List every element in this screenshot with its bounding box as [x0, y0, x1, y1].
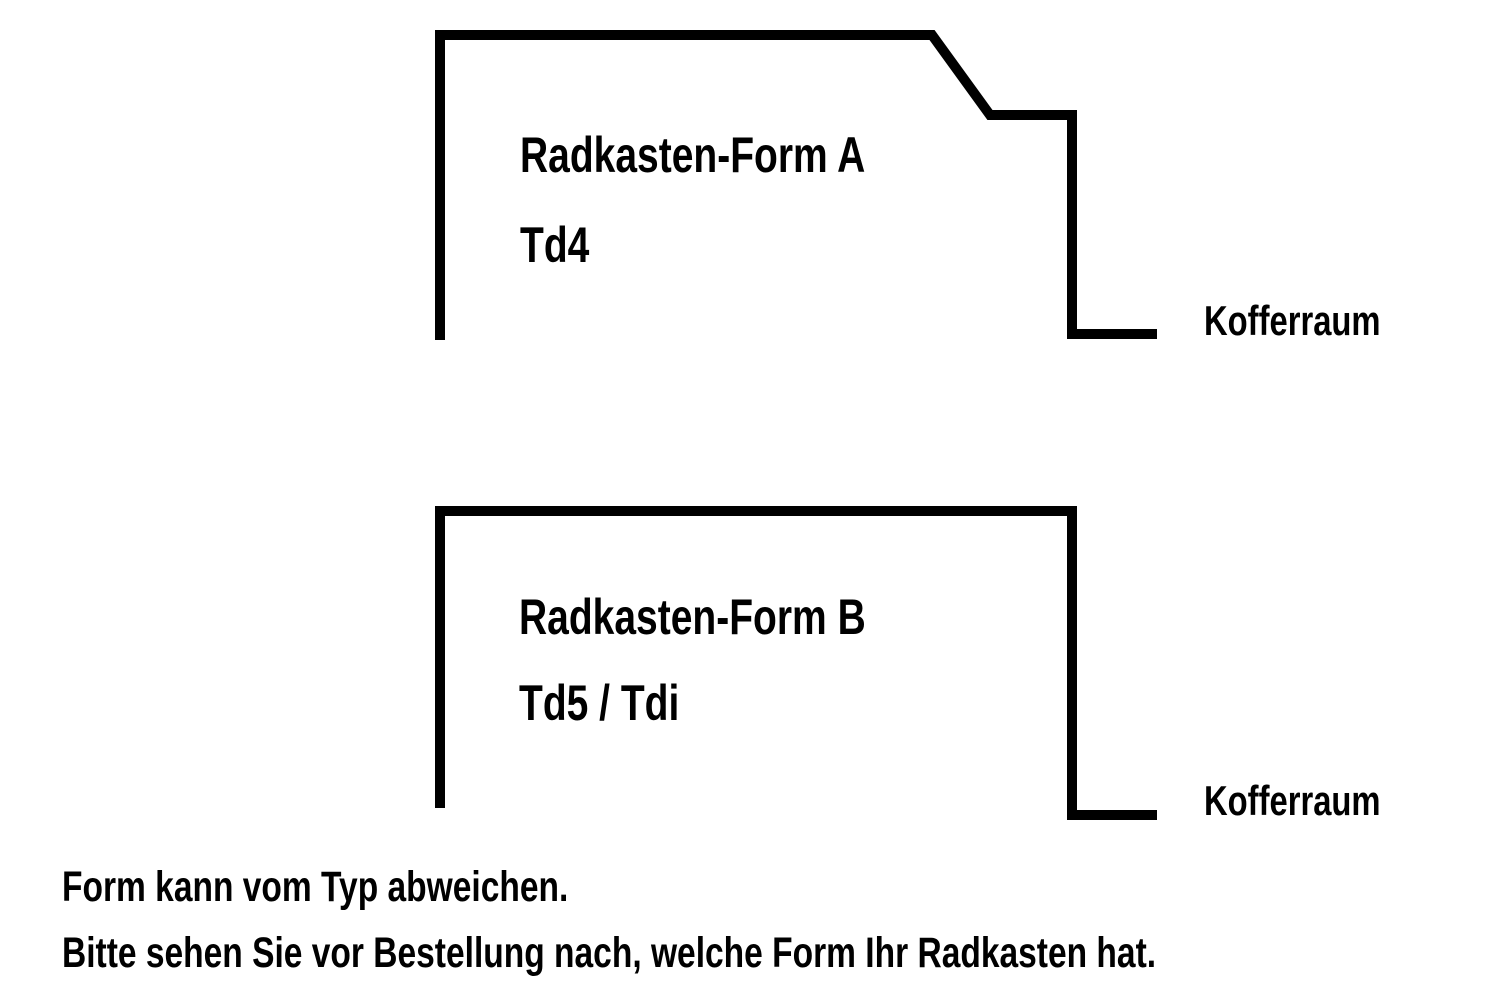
note-line-1: Form kann vom Typ abweichen.	[62, 863, 569, 911]
note-line-2: Bitte sehen Sie vor Bestellung nach, wel…	[62, 929, 1157, 977]
form-b-model: Td5 / Tdi	[519, 675, 680, 731]
wheel-arch-form-a-outline	[435, 30, 1157, 340]
wheel-arch-form-b-outline	[435, 506, 1157, 820]
form-a-model: Td4	[520, 217, 590, 273]
form-a-title: Radkasten-Form A	[520, 127, 866, 183]
form-b-trunk-label: Kofferraum	[1204, 777, 1381, 824]
form-b-title: Radkasten-Form B	[519, 589, 866, 645]
form-a-trunk-label: Kofferraum	[1204, 297, 1381, 344]
